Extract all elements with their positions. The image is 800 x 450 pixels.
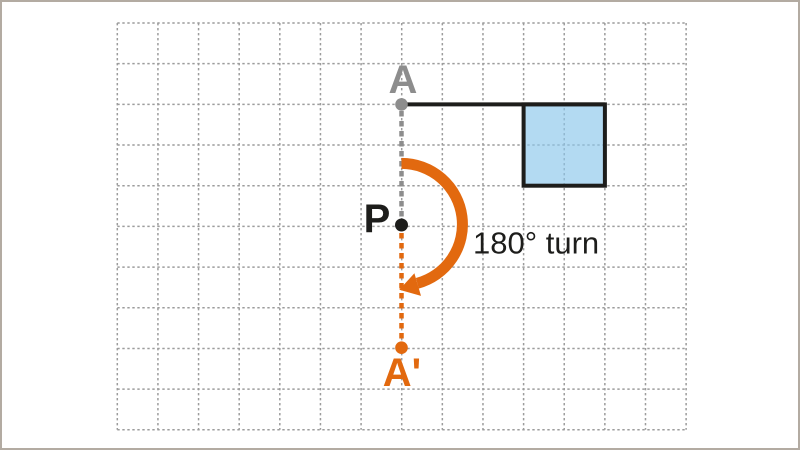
blue-square (521, 102, 607, 188)
point-a-prime-label: A' (382, 351, 422, 395)
point-p-dot (395, 218, 408, 232)
point-p-label: P (363, 197, 391, 241)
point-a-prime-dot (395, 341, 408, 355)
rotation-arc (401, 157, 468, 289)
rotation-arrow-icon (399, 157, 468, 296)
point-a-dot (395, 98, 408, 111)
point-a-label: A (388, 58, 418, 102)
turn-annotation: 180° turn (473, 225, 600, 261)
arrowhead-icon (399, 273, 421, 296)
